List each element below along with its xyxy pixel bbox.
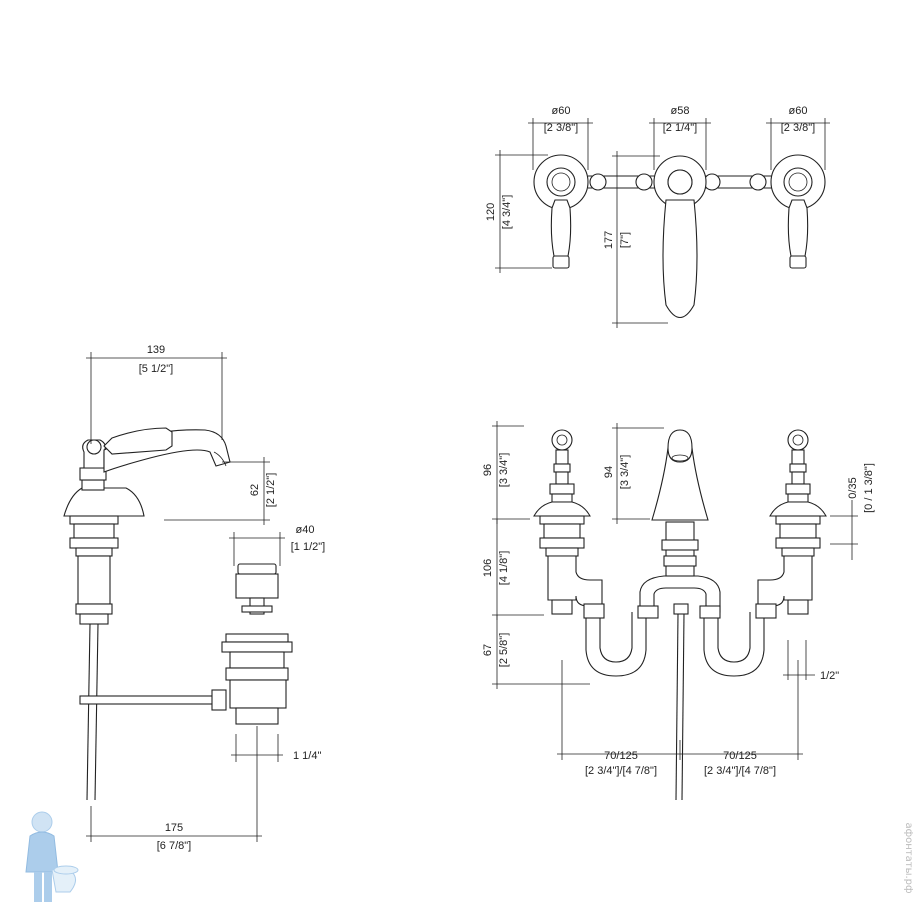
front-body-height-mm: 106	[482, 559, 494, 577]
connector-nut	[589, 173, 607, 191]
top-lever-height-mm: 177	[603, 231, 615, 249]
left-handle-top	[533, 154, 589, 269]
right-handle-top	[770, 154, 826, 269]
right-handle-front	[755, 429, 827, 619]
deck-range-mm: 0/35	[847, 477, 859, 498]
left-spacing-in: [2 3/4"]/[4 7/8"]	[585, 765, 657, 777]
front-spout-height-mm: 94	[603, 466, 615, 478]
faucet-base	[63, 487, 145, 517]
spout-reach-mm: 139	[147, 344, 165, 356]
front-spout-height-in: [3 3/4"]	[619, 455, 631, 489]
front-view: 96 [3 3/4"] 94 [3 3/4"] 0/35 [0 / 1 3/8"…	[482, 421, 875, 801]
center-rosette-mm: ø58	[671, 105, 690, 117]
top-handle-height-mm: 120	[485, 203, 497, 221]
lever-side	[103, 427, 173, 455]
spout-reach-in: [5 1/2"]	[139, 363, 173, 375]
top-lever-height-in: [7"]	[619, 232, 631, 248]
left-spacing-mm: 70/125	[604, 750, 638, 762]
right-spacing-mm: 70/125	[723, 750, 757, 762]
front-hose-height-in: [2 5/8"]	[498, 633, 510, 667]
front-body-height-in: [4 1/8"]	[498, 551, 510, 585]
drain-thread-label: 1 1/4"	[293, 750, 321, 762]
deck-range-in: [0 / 1 3/8"]	[863, 463, 875, 513]
rod-distance-in: [6 7/8"]	[157, 840, 191, 852]
rod-distance-mm: 175	[165, 822, 183, 834]
drain-diameter-mm: ø40	[296, 524, 315, 536]
drain-diameter-in: [1 1/2"]	[291, 541, 325, 553]
connector-nut	[635, 173, 653, 191]
top-handle-height-in: [4 3/4"]	[501, 195, 513, 229]
center-rosette-in: [2 1/4"]	[663, 122, 697, 134]
spout-height-mm: 62	[249, 484, 261, 496]
watermark: афонтаты.рф	[903, 822, 914, 893]
left-rosette-in: [2 3/8"]	[544, 122, 578, 134]
front-handle-height-mm: 96	[482, 464, 494, 476]
spout-height-in: [2 1/2"]	[265, 473, 277, 507]
plumber-mascot-icon	[25, 811, 79, 902]
left-rosette-mm: ø60	[552, 105, 571, 117]
center-lever-top	[653, 155, 707, 319]
side-view: 139 [5 1/2"] 62 [2 1/2"] ø40 [1 1/2"] 1 …	[63, 344, 325, 852]
connector-nut	[749, 173, 767, 191]
right-spacing-in: [2 3/4"]/[4 7/8"]	[704, 765, 776, 777]
front-hose-height-mm: 67	[482, 644, 494, 656]
top-view: ø60 [2 3/8"] ø58 [2 1/4"] ø60 [2 3/8"] 1…	[485, 105, 830, 328]
front-handle-height-in: [3 3/4"]	[498, 453, 510, 487]
right-rosette-in: [2 3/8"]	[781, 122, 815, 134]
connection-label: 1/2"	[820, 670, 839, 682]
left-handle-front	[533, 429, 605, 619]
right-rosette-mm: ø60	[789, 105, 808, 117]
